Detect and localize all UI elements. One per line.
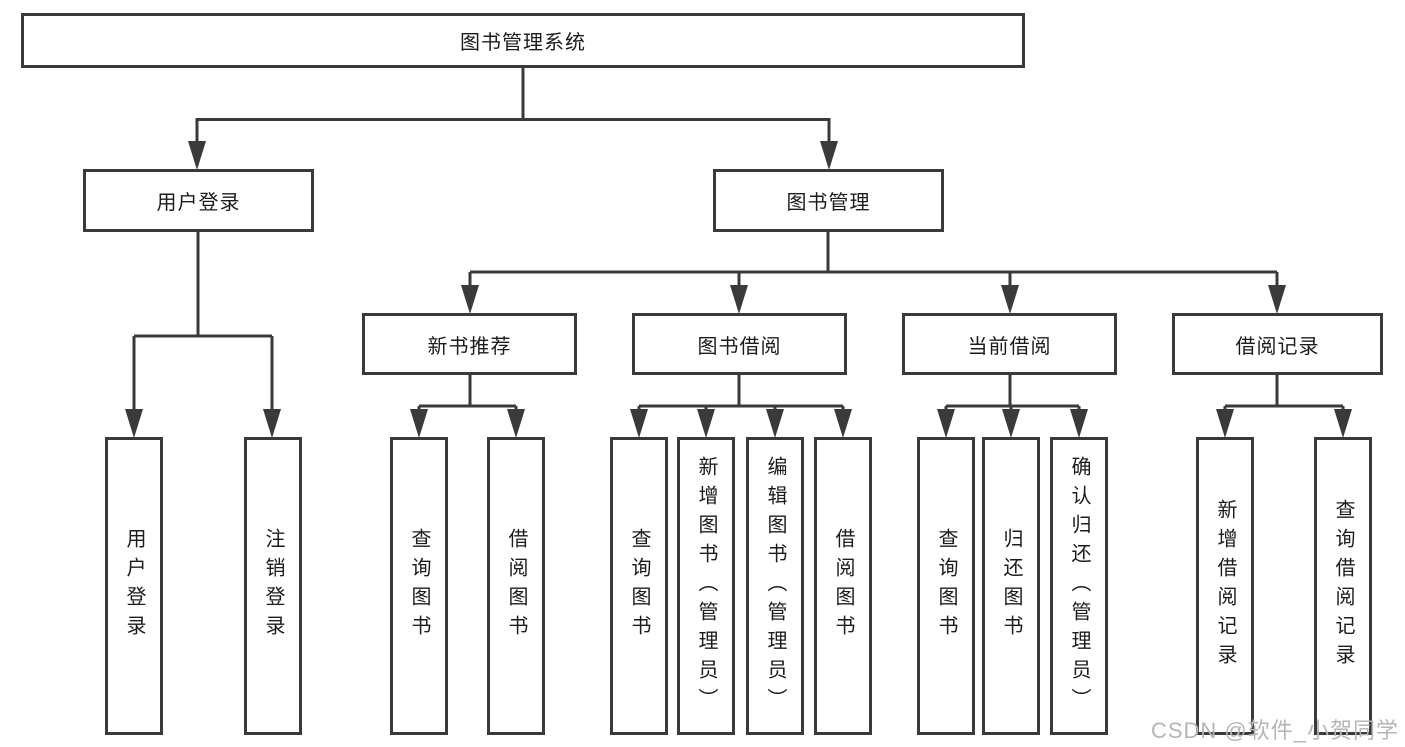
leaf-confirm-return-admin: 确认归还（管理员） — [1050, 437, 1108, 735]
node-borrow-records: 借阅记录 — [1172, 313, 1383, 375]
leaf-label: 新增借阅记录 — [1214, 499, 1236, 673]
node-root-system: 图书管理系统 — [21, 13, 1025, 68]
node-book-borrow: 图书借阅 — [632, 313, 847, 375]
leaf-add-borrow-record: 新增借阅记录 — [1196, 437, 1254, 735]
leaf-return-books: 归还图书 — [982, 437, 1040, 735]
node-new-book-recommend: 新书推荐 — [362, 313, 577, 375]
leaf-borrow-books-1: 借阅图书 — [487, 437, 545, 735]
csdn-watermark: CSDN @软件_小贺同学 — [1150, 718, 1399, 743]
leaf-query-borrow-record: 查询借阅记录 — [1314, 437, 1372, 735]
arrow-down-icon — [125, 141, 1352, 438]
leaf-label: 新增图书（管理员） — [695, 455, 717, 717]
leaf-edit-books-admin: 编辑图书（管理员） — [746, 437, 804, 735]
leaf-label: 借阅图书 — [505, 528, 527, 644]
leaf-label: 查询借阅记录 — [1332, 499, 1354, 673]
leaf-user-login: 用户登录 — [105, 437, 163, 735]
leaf-label: 归还图书 — [1000, 528, 1022, 644]
leaf-label: 编辑图书（管理员） — [764, 455, 786, 717]
tree-connector-lines — [132, 68, 1345, 410]
leaf-label: 借阅图书 — [832, 528, 854, 644]
leaf-borrow-books-2: 借阅图书 — [814, 437, 872, 735]
node-user-login: 用户登录 — [83, 169, 314, 232]
leaf-add-books-admin: 新增图书（管理员） — [677, 437, 735, 735]
node-book-management: 图书管理 — [713, 169, 944, 232]
leaf-label: 用户登录 — [123, 528, 145, 644]
leaf-label: 查询图书 — [628, 528, 650, 644]
leaf-label: 查询图书 — [935, 528, 957, 644]
leaf-label: 确认归还（管理员） — [1068, 455, 1090, 717]
leaf-query-books-2: 查询图书 — [610, 437, 668, 735]
node-current-borrow: 当前借阅 — [902, 313, 1117, 375]
leaf-query-books-1: 查询图书 — [390, 437, 448, 735]
leaf-logout: 注销登录 — [244, 437, 302, 735]
leaf-query-books-3: 查询图书 — [917, 437, 975, 735]
leaf-label: 查询图书 — [408, 528, 430, 644]
leaf-label: 注销登录 — [262, 528, 284, 644]
